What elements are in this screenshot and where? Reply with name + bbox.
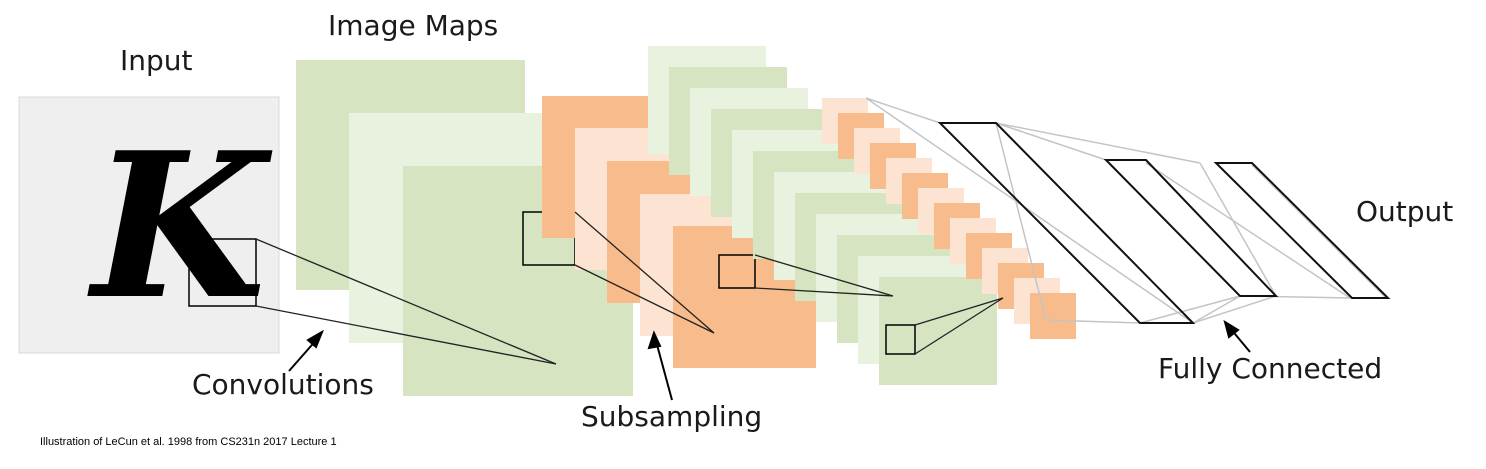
conv2-map-12	[879, 277, 997, 385]
annotation-arrows	[288, 319, 1251, 401]
figure-caption: Illustration of LeCun et al. 1998 from C…	[40, 436, 337, 448]
input-receptive-field	[188, 238, 257, 307]
input-glyph: K	[87, 109, 273, 344]
input-image-panel	[18, 96, 280, 354]
fc-layer-1	[937, 122, 1196, 324]
input-label: Input	[120, 44, 193, 77]
conv2-receptive-field	[885, 324, 916, 355]
pool2-map-14	[1030, 293, 1076, 339]
image-maps-label: Image Maps	[328, 9, 499, 42]
subsampling-label: Subsampling	[581, 400, 763, 433]
fc-output-layer	[1213, 162, 1391, 299]
output-label: Output	[1356, 195, 1454, 228]
projection-lines	[255, 211, 1004, 365]
pool2-map-stack	[822, 98, 1076, 339]
convolutions-label: Convolutions	[192, 368, 374, 401]
pool1-receptive-field	[718, 254, 756, 289]
fc-layer-2	[1103, 159, 1279, 297]
fully-connected-label: Fully Connected	[1158, 352, 1383, 385]
conv2-map-stack	[648, 46, 997, 385]
